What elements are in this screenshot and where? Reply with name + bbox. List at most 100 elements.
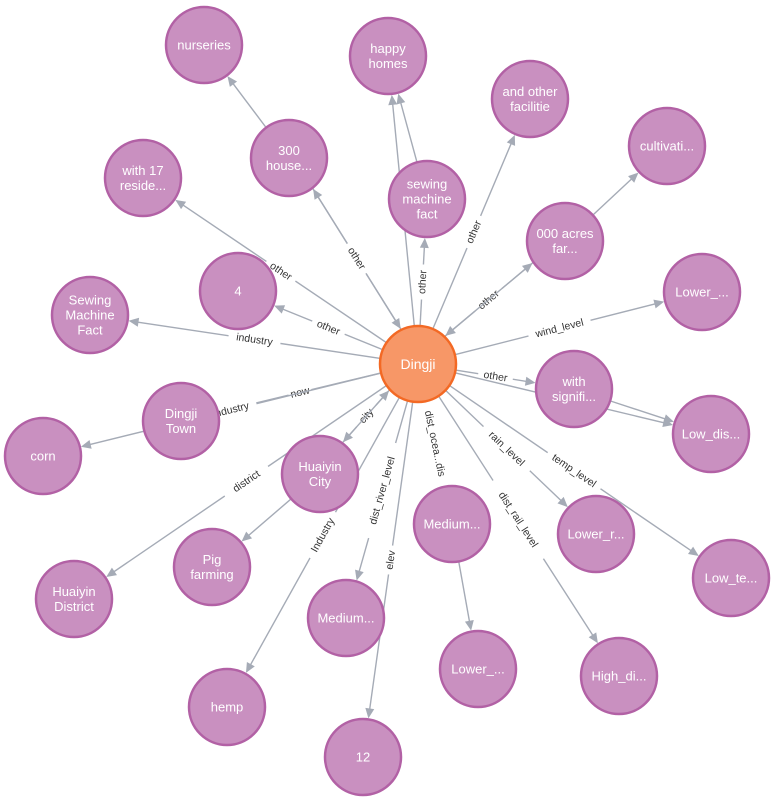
- edge-label-industry: Industry: [303, 508, 342, 562]
- edge-label-text: industry: [235, 331, 274, 348]
- edge-line: [458, 561, 471, 625]
- edge-house300-nurseries[interactable]: [227, 76, 267, 129]
- edge-label-text: temp_level: [550, 452, 599, 491]
- node-circle: [34, 559, 114, 639]
- node-twelve[interactable]: 12: [323, 717, 403, 797]
- edge-label-other: other: [341, 239, 372, 278]
- node-corn[interactable]: corn: [3, 416, 83, 496]
- arrowhead: [388, 94, 398, 106]
- node-label: Sewing: [69, 293, 112, 308]
- edge-huaiyin_city-dingji[interactable]: [341, 390, 390, 444]
- edge-label-dist-ocea-dis: dist_ocea...dis: [418, 396, 452, 491]
- node-lower-r[interactable]: Lower_r...: [556, 494, 636, 574]
- node-acres[interactable]: 000 acresfar...: [525, 201, 605, 281]
- node-medium1[interactable]: Medium...: [412, 484, 492, 564]
- edge-line: [245, 498, 292, 539]
- node-circle: [50, 275, 130, 355]
- node-lower-wind[interactable]: Lower_...: [662, 252, 742, 332]
- node-label: homes: [368, 56, 408, 71]
- node-cultivati[interactable]: cultivati...: [627, 106, 707, 186]
- edge-label-rain-level: rain_level: [478, 421, 535, 476]
- edge-dingji-corn[interactable]: industry: [80, 372, 382, 449]
- node-high-di[interactable]: High_di...: [579, 636, 659, 716]
- arrowhead: [241, 531, 253, 542]
- node-label: City: [309, 474, 332, 489]
- node-medium2[interactable]: Medium...: [306, 578, 386, 658]
- edge-medium1-lower2[interactable]: [458, 561, 474, 631]
- edge-house300-dingji[interactable]: other: [311, 187, 401, 329]
- node-with17[interactable]: with 17reside...: [103, 138, 183, 218]
- edge-dingji-sewing_uc[interactable]: industry: [128, 317, 381, 360]
- node-circle: [412, 484, 492, 564]
- node-circle: [534, 349, 614, 429]
- node-circle: [348, 16, 428, 96]
- node-label: happy: [370, 41, 406, 56]
- edge-label-industry: industry: [227, 328, 282, 351]
- node-nurseries[interactable]: nurseries: [164, 5, 244, 85]
- node-circle: [141, 381, 221, 461]
- arrowhead: [524, 376, 536, 386]
- node-label: 12: [356, 750, 370, 765]
- node-label: hemp: [211, 700, 244, 715]
- node-label: machine: [402, 192, 451, 207]
- node-label: Fact: [77, 323, 103, 338]
- node-label: 4: [234, 284, 241, 299]
- edge-dingji-twelve[interactable]: elev: [365, 401, 414, 719]
- arrowhead: [106, 567, 117, 578]
- node-label: nurseries: [177, 38, 231, 53]
- edge-line: [341, 394, 386, 444]
- node-four[interactable]: 4: [198, 251, 278, 331]
- arrowhead: [391, 317, 401, 329]
- node-label: corn: [30, 449, 55, 464]
- arrowhead: [688, 546, 699, 556]
- node-signifi[interactable]: withsignifi...: [534, 349, 614, 429]
- node-circle: [306, 578, 386, 658]
- edge-label-bg: [418, 396, 452, 491]
- node-hemp[interactable]: hemp: [187, 667, 267, 747]
- node-label: Low_dis...: [682, 427, 741, 442]
- edge-label-bg: [487, 476, 550, 563]
- edge-dingji-signifi[interactable]: other: [455, 366, 536, 387]
- node-circle: [438, 629, 518, 709]
- arrowhead: [506, 134, 516, 146]
- edge-dingji-four[interactable]: other: [274, 305, 384, 351]
- node-circle: [187, 667, 267, 747]
- arrowhead: [355, 569, 364, 581]
- node-low-te[interactable]: Low_te...: [691, 538, 771, 618]
- node-lower2[interactable]: Lower_...: [438, 629, 518, 709]
- edge-dingji-sewing_lc[interactable]: other: [414, 237, 431, 327]
- node-circle: [172, 527, 252, 607]
- edge-line: [399, 99, 418, 163]
- arrowhead: [653, 299, 665, 309]
- edge-line: [592, 176, 635, 216]
- node-circle: [671, 394, 751, 474]
- edge-label-bg: [478, 421, 535, 476]
- node-circle: [3, 416, 83, 496]
- node-house300[interactable]: 300house...: [249, 118, 329, 198]
- node-dingji-center[interactable]: Dingji: [378, 324, 458, 404]
- arrowhead: [663, 414, 674, 423]
- edge-acres-dingji[interactable]: [445, 261, 534, 336]
- node-label: Huaiyin: [52, 584, 95, 599]
- edge-acres-cultivati[interactable]: [592, 172, 639, 216]
- edge-label-other: other: [414, 264, 431, 300]
- arrowhead: [419, 237, 429, 249]
- arrowhead: [588, 632, 598, 644]
- edge-huaiyin_city-pig[interactable]: [241, 498, 292, 542]
- node-low-dis[interactable]: Low_dis...: [671, 394, 751, 474]
- node-label: Medium...: [423, 517, 480, 532]
- edge-sewing_lc-happy[interactable]: [396, 93, 418, 163]
- node-label: and other: [503, 84, 559, 99]
- edge-signifi-low_dis[interactable]: [609, 400, 674, 423]
- edge-dingji-medium1[interactable]: dist_ocea...dis: [418, 396, 452, 491]
- edge-label-text: dist_river_level: [367, 455, 398, 526]
